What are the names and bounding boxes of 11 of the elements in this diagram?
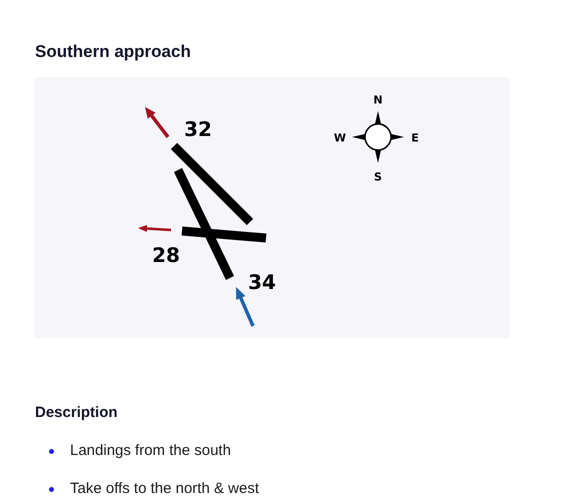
runway-number: 32 <box>184 119 212 139</box>
list-item: Take offs to the north & west <box>70 480 259 498</box>
section-heading: Description <box>35 404 118 422</box>
compass-letter: W <box>334 132 346 144</box>
compass-letter: N <box>373 94 383 106</box>
list-item: Landings from the south <box>70 442 231 460</box>
compass-letter: E <box>411 132 419 144</box>
runway-number: 28 <box>152 245 180 265</box>
compass-letter: S <box>374 172 382 182</box>
runway-number: 34 <box>248 272 276 292</box>
page-title: Southern approach <box>35 42 191 62</box>
